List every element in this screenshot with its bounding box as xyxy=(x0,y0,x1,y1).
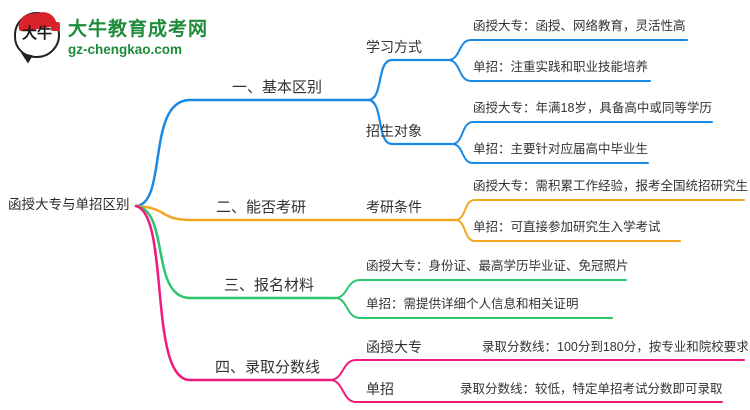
site-url: gz-chengkao.com xyxy=(68,41,183,57)
branch-1-leaf-1: 函授大专：函授、网络教育，灵活性高 xyxy=(473,19,686,33)
branch-4-leaf-2: 录取分数线：较低，特定单招考试分数即可录取 xyxy=(460,382,723,396)
branch-1-leaf-1-line xyxy=(447,39,688,61)
logo-seal-icon: 大牛 xyxy=(14,10,60,65)
branch-1-leaf-3: 函授大专：年满18岁，具备高中或同等学历 xyxy=(473,101,712,115)
site-logo: 大牛 大牛教育成考网 gz-chengkao.com xyxy=(14,10,209,65)
branch-2-child-1-label: 考研条件 xyxy=(366,199,422,215)
branch-4-child-1-label: 函授大专 xyxy=(366,339,422,355)
branch-4-child-2-label: 单招 xyxy=(366,381,394,397)
site-title: 大牛教育成考网 xyxy=(68,18,209,40)
seal-stamp-icon xyxy=(51,22,60,31)
branch-1-leaf-4: 单招：主要针对应届高中毕业生 xyxy=(473,142,649,156)
branch-3-leaf-2: 单招：需提供详细个人信息和相关证明 xyxy=(366,297,579,311)
branch-3-label: 三、报名材料 xyxy=(224,277,315,294)
branch-4-leaf-1: 录取分数线：100分到180分，按专业和院校要求 xyxy=(482,340,749,354)
branch-2-leaf-1: 函授大专：需积累工作经验，报考全国统招研究生 xyxy=(473,179,749,193)
branch-1-child-1-label: 学习方式 xyxy=(366,39,422,55)
branch-3-leaf-1: 函授大专：身份证、最高学历毕业证、免冠照片 xyxy=(366,259,629,273)
seal-tail xyxy=(19,52,33,65)
branch-4-label: 四、录取分数线 xyxy=(215,359,321,376)
branch-1-child-1-line xyxy=(366,58,450,102)
branch-1-leaf-2: 单招：注重实践和职业技能培养 xyxy=(473,60,649,74)
branch-1-label: 一、基本区别 xyxy=(232,79,323,96)
mindmap-root-node: 函授大专与单招区别 xyxy=(8,197,130,212)
seal-text: 大牛 xyxy=(21,25,52,42)
branch-1-line xyxy=(134,98,370,208)
branch-1-child-2-label: 招生对象 xyxy=(366,123,422,139)
branch-4-child-1-line xyxy=(329,359,745,381)
branch-2-label: 二、能否考研 xyxy=(216,199,307,216)
branch-2-leaf-2: 单招：可直接参加研究生入学考试 xyxy=(473,220,661,234)
branch-2-leaf-1-line xyxy=(454,199,745,221)
